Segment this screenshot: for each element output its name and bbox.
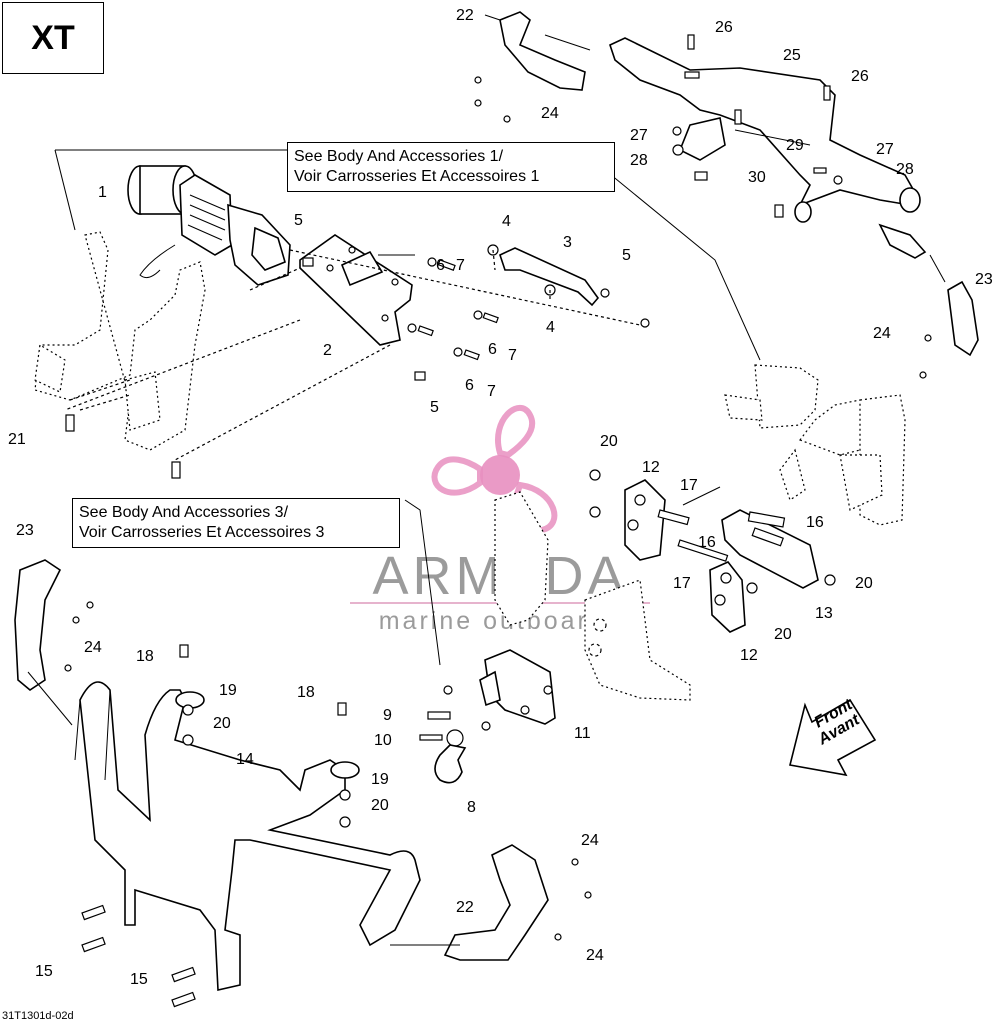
callout-20: 20 xyxy=(774,626,792,643)
callout-1: 1 xyxy=(98,184,107,201)
fasteners-26-30 xyxy=(672,34,843,218)
callout-numbers: 1 2 3 4 4 5 5 5 6 6 6 7 7 7 8 9 10 11 12… xyxy=(8,7,993,988)
callout-22: 22 xyxy=(456,899,474,916)
callout-23: 23 xyxy=(975,271,993,288)
model-label-box: XT xyxy=(2,2,104,74)
callout-18: 18 xyxy=(136,648,154,665)
callout-28: 28 xyxy=(630,152,648,169)
fasteners-5-6-7 xyxy=(302,257,499,381)
callout-13: 13 xyxy=(815,605,833,622)
leader-lines xyxy=(27,14,946,946)
model-label: XT xyxy=(31,18,75,57)
callout-25: 25 xyxy=(783,47,801,64)
callout-6: 6 xyxy=(488,341,497,358)
callout-20: 20 xyxy=(600,433,618,450)
callout-29: 29 xyxy=(786,137,804,154)
vehicle-frame-left xyxy=(34,231,206,451)
callout-22: 22 xyxy=(456,7,474,24)
callout-12: 12 xyxy=(740,647,758,664)
callout-10: 10 xyxy=(374,732,392,749)
winch-plate-part-2 xyxy=(299,234,413,346)
callout-7: 7 xyxy=(508,347,517,364)
hand-guard-part-23-right xyxy=(919,280,979,379)
callout-14: 14 xyxy=(236,751,254,768)
reference-note-line-2: Voir Carrosseries Et Accessoires 1 xyxy=(294,168,540,185)
callout-24: 24 xyxy=(873,325,891,342)
hand-guard-part-23-left xyxy=(14,559,94,691)
callout-6: 6 xyxy=(465,377,474,394)
reference-note-body-accessories-3: See Body And Accessories 3/ Voir Carross… xyxy=(72,498,400,548)
callout-20: 20 xyxy=(855,575,873,592)
reference-note-line-1: See Body And Accessories 1/ xyxy=(294,148,504,165)
callout-30: 30 xyxy=(748,169,766,186)
bolts-part-21 xyxy=(65,414,181,479)
callout-12: 12 xyxy=(642,459,660,476)
callout-11: 11 xyxy=(574,725,591,742)
fasteners-15-18-19-20 xyxy=(81,644,351,1008)
callout-4: 4 xyxy=(546,319,555,336)
front-frame-ghost xyxy=(494,491,691,701)
bracket-part-12-lower xyxy=(709,561,758,633)
callout-19: 19 xyxy=(371,771,389,788)
reference-note-body-accessories-1: See Body And Accessories 1/ Voir Carross… xyxy=(287,142,615,192)
callout-7: 7 xyxy=(487,383,496,400)
vehicle-frame-right xyxy=(724,364,906,526)
callout-24: 24 xyxy=(84,639,102,656)
hand-guard-part-22-bottom xyxy=(443,844,592,961)
callout-9: 9 xyxy=(383,707,392,724)
drawing-code: 31T1301d-02d xyxy=(2,1010,74,1022)
callout-5: 5 xyxy=(294,212,303,229)
callout-7: 7 xyxy=(456,257,465,274)
callout-24: 24 xyxy=(541,105,559,122)
callout-20: 20 xyxy=(213,715,231,732)
winch-part-1 xyxy=(127,165,291,286)
reference-note-line-1: See Body And Accessories 3/ xyxy=(79,504,289,521)
callout-5: 5 xyxy=(430,399,439,416)
callout-3: 3 xyxy=(563,234,572,251)
callout-26: 26 xyxy=(851,68,869,85)
callout-5: 5 xyxy=(622,247,631,264)
callout-17: 17 xyxy=(673,575,691,592)
bracket-part-12-upper xyxy=(589,469,690,561)
bracket-part-13 xyxy=(677,509,836,589)
bumper-part-14 xyxy=(74,681,421,991)
callout-27: 27 xyxy=(630,127,648,144)
callout-6: 6 xyxy=(436,257,445,274)
watermark-subtitle: marine outboards xyxy=(378,607,622,635)
callout-19: 19 xyxy=(219,682,237,699)
callout-26: 26 xyxy=(715,19,733,36)
callout-21: 21 xyxy=(8,431,26,448)
callout-16: 16 xyxy=(806,514,824,531)
callout-20: 20 xyxy=(371,797,389,814)
callout-24: 24 xyxy=(586,947,604,964)
callout-28: 28 xyxy=(896,161,914,178)
callout-16: 16 xyxy=(698,534,716,551)
callout-15: 15 xyxy=(35,963,53,980)
propeller-icon xyxy=(431,405,558,534)
reference-note-line-2: Voir Carrosseries Et Accessoires 3 xyxy=(79,524,325,541)
callout-2: 2 xyxy=(323,342,332,359)
callout-15: 15 xyxy=(130,971,148,988)
assembly-lines xyxy=(64,249,641,461)
callout-23: 23 xyxy=(16,522,34,539)
bracket-part-3 xyxy=(487,244,650,328)
callout-18: 18 xyxy=(297,684,315,701)
callout-27: 27 xyxy=(876,141,894,158)
callout-8: 8 xyxy=(467,799,476,816)
callout-24: 24 xyxy=(581,832,599,849)
hook-part-8 xyxy=(419,711,467,784)
callout-17: 17 xyxy=(680,477,698,494)
plate-part-11 xyxy=(443,649,556,731)
hand-guard-part-22-top xyxy=(474,11,586,123)
bumper-frame-part-25 xyxy=(609,37,927,259)
front-direction-arrow: Front Avant xyxy=(789,696,877,777)
callout-4: 4 xyxy=(502,213,511,230)
